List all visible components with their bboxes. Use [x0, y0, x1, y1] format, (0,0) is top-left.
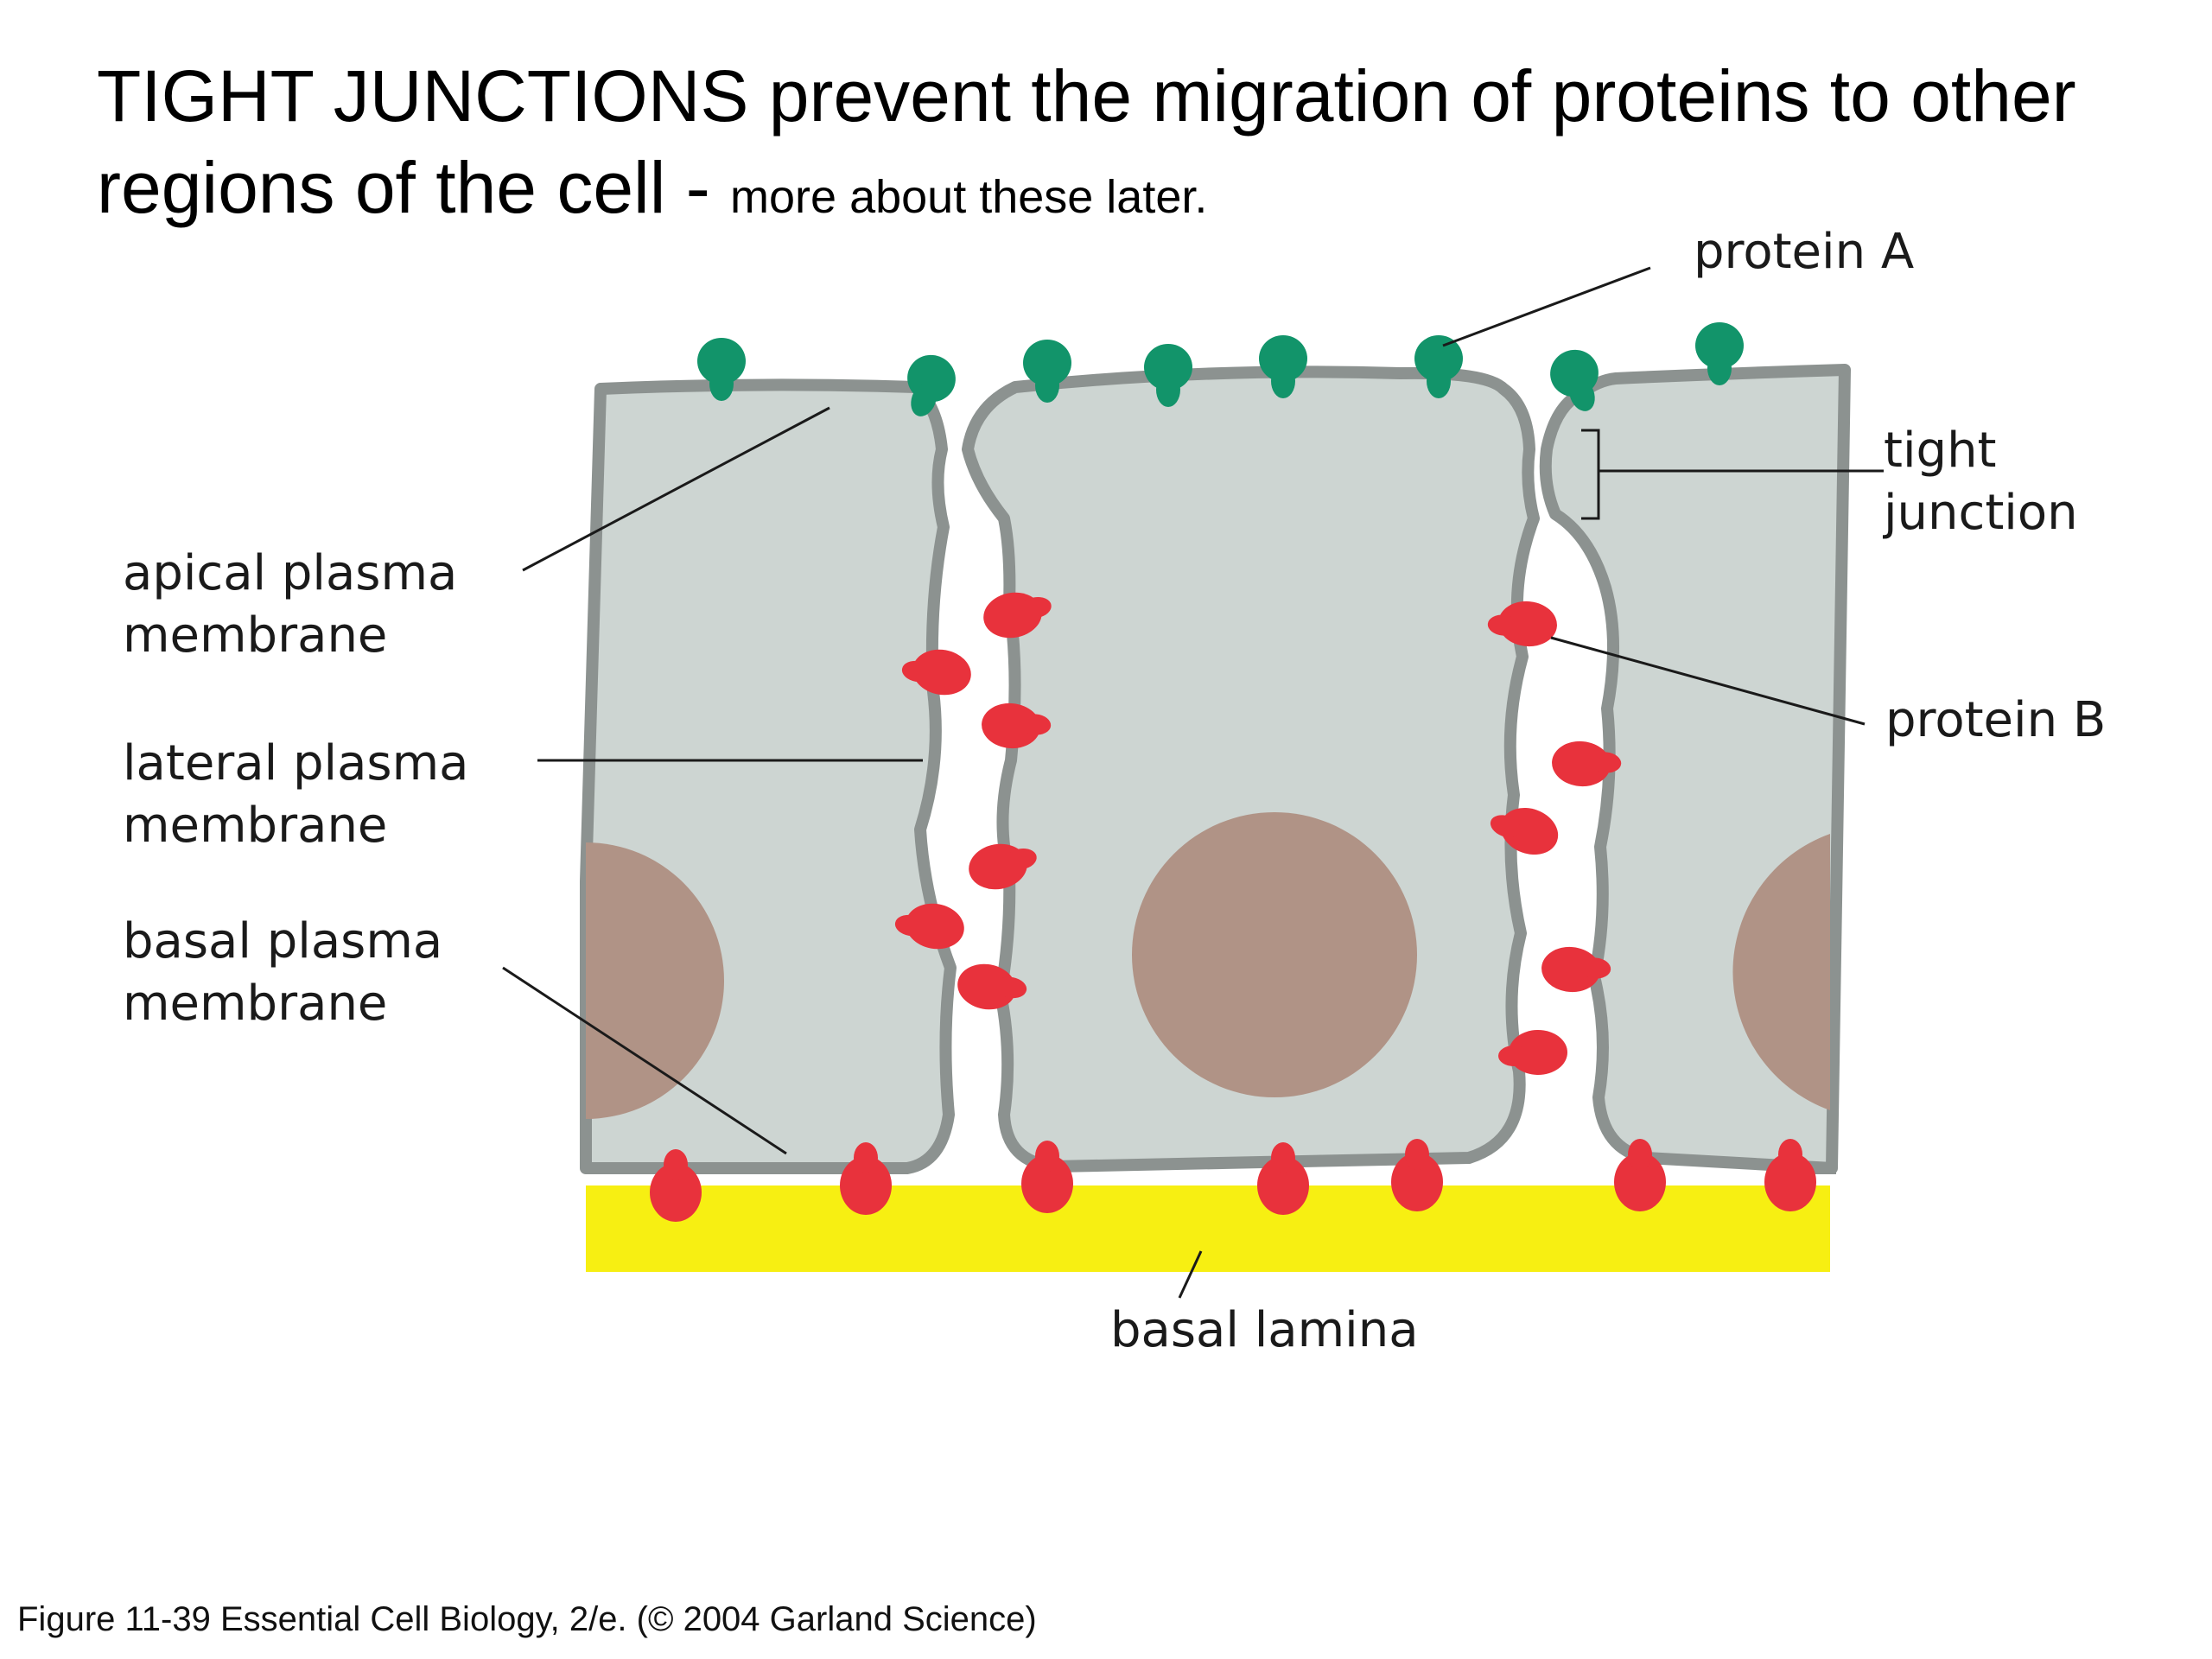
right-nucleus: [1732, 834, 1830, 1110]
left-nucleus: [586, 842, 724, 1119]
protein-b-marker: [1552, 741, 1622, 787]
protein-a-marker: [1695, 322, 1744, 385]
title-main: TIGHT JUNCTIONS prevent the migration of…: [97, 55, 2076, 228]
protein-b-marker: [957, 963, 1027, 1010]
protein-b-marker: [1541, 946, 1611, 993]
protein-b-label: protein B: [1885, 692, 2106, 748]
protein-b-marker: [969, 843, 1037, 890]
protein-b-group: [650, 592, 1816, 1222]
protein-a-marker: [1414, 335, 1463, 398]
left-cell: [580, 378, 957, 1174]
protein-b-basal-marker: [840, 1142, 892, 1215]
protein-b-basal-marker: [1021, 1141, 1073, 1213]
apical-membrane-label-line1: apical plasma: [123, 545, 457, 601]
basal-lamina-leader: [1178, 1250, 1203, 1299]
apical-membrane-leader: [522, 406, 830, 572]
protein-b-basal-marker: [1257, 1142, 1309, 1215]
basal-lamina-label: basal lamina: [1110, 1302, 1419, 1358]
apical-membrane-label-line2: membrane: [123, 607, 387, 664]
middle-nucleus: [1132, 812, 1417, 1097]
protein-b-basal-marker: [1764, 1139, 1816, 1211]
protein-b-marker: [894, 903, 964, 950]
protein-a-marker: [907, 354, 956, 416]
protein-a-leader: [1442, 266, 1651, 347]
tight-junction-label-line2: junction: [1882, 485, 2078, 541]
figure-caption: Figure 11-39 Essential Cell Biology, 2/e…: [17, 1600, 1037, 1638]
middle-cell: [962, 365, 1540, 1173]
protein-b-marker: [982, 702, 1052, 749]
protein-b-marker: [1498, 1030, 1567, 1075]
tight-junction-label-line1: tight: [1884, 423, 1997, 479]
protein-b-marker: [983, 592, 1052, 639]
leader-lines: [502, 266, 1884, 1299]
tight-junction-bracket: [1581, 429, 1884, 520]
protein-a-marker: [1144, 344, 1192, 407]
protein-a-group: [697, 322, 1744, 416]
protein-a-marker: [1023, 340, 1071, 403]
lateral-membrane-label-line1: lateral plasma: [123, 735, 468, 791]
protein-b-marker: [1490, 807, 1559, 855]
protein-b-basal-marker: [1391, 1139, 1443, 1211]
protein-a-label: protein A: [1694, 224, 1914, 280]
basal-membrane-label-line1: basal plasma: [123, 913, 442, 969]
basal-membrane-label-line2: membrane: [123, 976, 387, 1032]
protein-b-basal-marker: [1614, 1139, 1666, 1211]
protein-a-marker: [1550, 349, 1599, 411]
title-subtext: more about these later.: [730, 171, 1208, 223]
protein-b-basal-marker: [650, 1149, 702, 1222]
protein-a-marker: [697, 338, 746, 401]
basal-membrane-leader: [502, 966, 787, 1155]
slide-title: TIGHT JUNCTIONS prevent the migration of…: [97, 50, 2084, 243]
protein-b-marker: [901, 649, 971, 696]
protein-b-leader: [1550, 636, 1866, 726]
lateral-membrane-label-line2: membrane: [123, 798, 387, 854]
protein-a-marker: [1259, 335, 1307, 398]
protein-b-marker: [1487, 601, 1557, 647]
